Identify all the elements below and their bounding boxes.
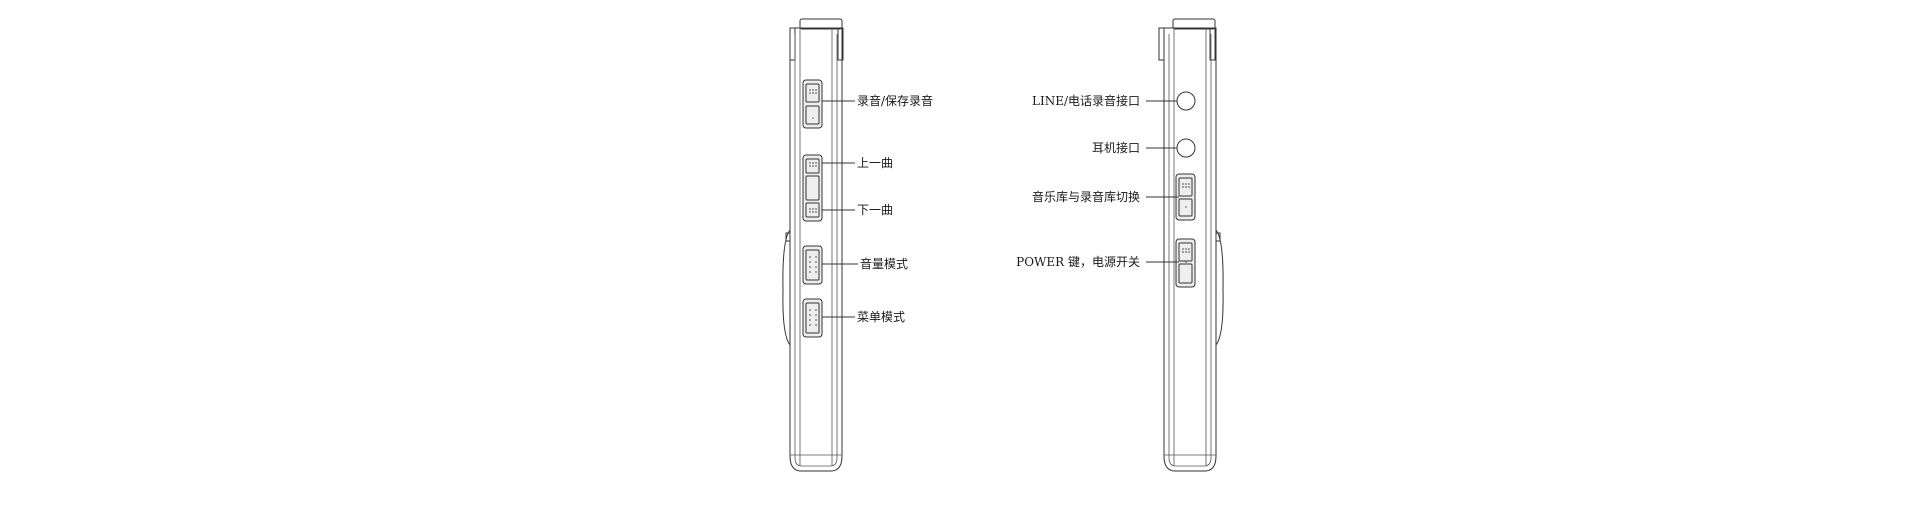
record-save-slider[interactable]: [802, 79, 823, 129]
label-next-track: 下一曲: [857, 203, 893, 217]
left-device: [782, 18, 858, 472]
right-device: [1146, 18, 1224, 472]
label-earphone-jack: 耳机接口: [1092, 140, 1140, 155]
label-library-switch: 音乐库与录音库切换: [1032, 189, 1140, 204]
label-record-save: 录音/保存录音: [857, 93, 933, 108]
menu-mode-button[interactable]: [802, 298, 823, 338]
earphone-jack[interactable]: [1176, 138, 1196, 158]
label-prev-track: 上一曲: [857, 156, 893, 170]
label-menu-mode: 菜单模式: [857, 310, 905, 324]
power-switch[interactable]: [1175, 238, 1196, 288]
label-line-jack: LINE/电话录音接口: [1032, 93, 1140, 108]
prev-next-rocker[interactable]: [802, 154, 823, 222]
label-power-key: POWER 键，电源开关: [1016, 255, 1140, 269]
volume-mode-button[interactable]: [802, 245, 823, 285]
label-volume-mode: 音量模式: [860, 256, 908, 271]
line-jack[interactable]: [1176, 91, 1196, 111]
